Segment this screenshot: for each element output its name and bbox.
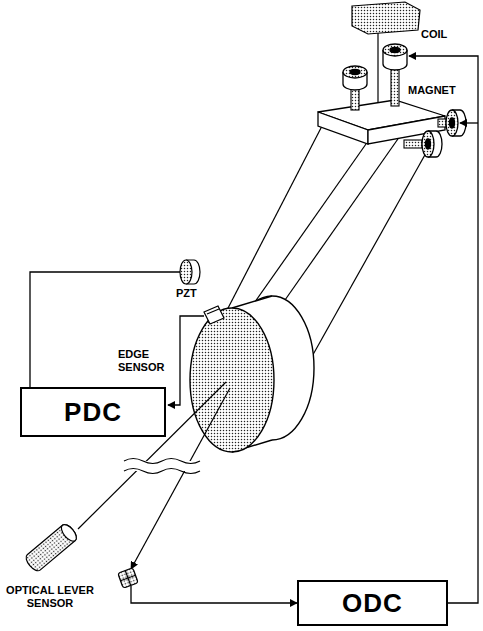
break-mark: [124, 459, 200, 474]
laser-source: [59, 522, 80, 544]
quadrant-detector: [118, 568, 139, 589]
coil-symbol: [343, 44, 466, 157]
laser-source: [23, 522, 79, 573]
part-label: OPTICAL LEVER SENSOR: [4, 584, 96, 609]
box-title: ODC: [342, 588, 403, 619]
mirror-mass: [190, 296, 314, 452]
laser-source: [23, 522, 79, 573]
signal-wire: [168, 316, 204, 405]
support-block: [352, 2, 420, 34]
mirror-wires: [250, 144, 366, 309]
signal-wire: [460, 122, 478, 123]
edge-sensor-symbol: [204, 306, 224, 324]
break-mark: [124, 459, 200, 464]
coil-symbol: [422, 131, 434, 157]
edge-sensor-symbol: [204, 306, 224, 324]
coil-symbol: [383, 44, 407, 56]
controller-box: ODC: [297, 580, 448, 626]
support-block: [352, 2, 420, 34]
part-label-text: EDGE SENSOR: [118, 348, 164, 373]
mirror-mass: [190, 308, 274, 452]
coil-symbol: [390, 48, 400, 53]
quadrant-detector: [125, 570, 130, 585]
signal-wire: [409, 56, 478, 603]
break-mark: [124, 469, 200, 474]
pzt-symbol: [180, 260, 192, 284]
part-label-text: PZT: [176, 287, 197, 299]
controller-box: PDC: [20, 387, 166, 437]
suspension-wire: [377, 33, 378, 106]
magnet-symbol: [391, 66, 399, 106]
part-label: MAGNET: [408, 84, 456, 97]
part-label-text: MAGNET: [408, 84, 456, 96]
quadrant-detector: [118, 568, 139, 589]
part-label-text: OPTICAL LEVER SENSOR: [6, 584, 94, 609]
coil-symbol: [350, 70, 360, 75]
part-label-text: COIL: [421, 28, 447, 40]
break-mark: [124, 461, 200, 471]
mirror-wires: [310, 128, 440, 360]
magnet-symbol: [404, 140, 422, 148]
signal-wire: [30, 56, 478, 603]
mirror-wires: [285, 136, 400, 300]
edge-sensor-symbol: [207, 309, 219, 314]
coil-symbol: [446, 110, 458, 136]
coil-symbol: [450, 118, 455, 128]
part-label: EDGE SENSOR: [118, 348, 174, 373]
part-label: PZT: [176, 287, 197, 300]
mirror-wires: [226, 126, 322, 312]
box-title: PDC: [64, 397, 122, 428]
magnet-symbol: [438, 119, 446, 127]
coil-symbol: [426, 139, 431, 149]
coil-symbol: [343, 66, 367, 78]
mirror-mass: [232, 296, 272, 308]
signal-wire: [131, 586, 297, 603]
intermediate-plate: [318, 112, 368, 144]
pzt-symbol: [180, 260, 200, 284]
signal-wire: [30, 272, 180, 387]
part-label: COIL: [421, 28, 447, 41]
